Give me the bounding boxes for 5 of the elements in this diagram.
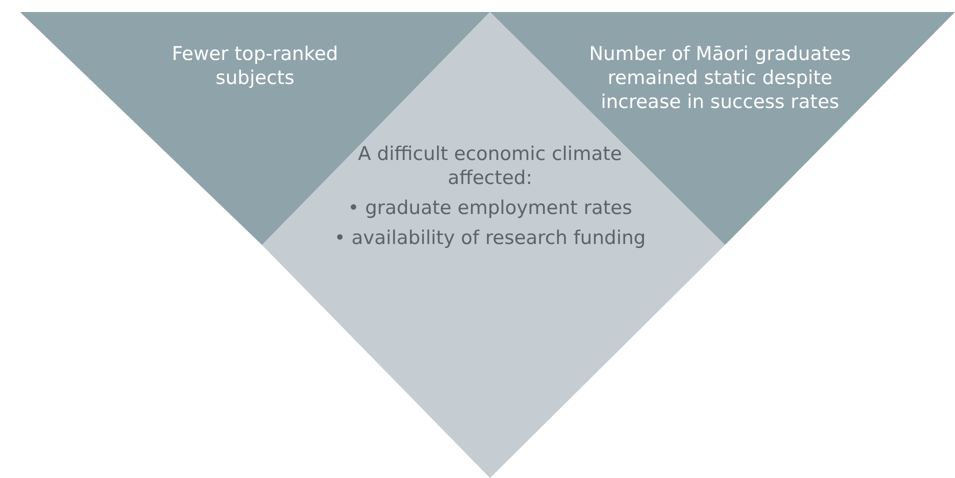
panel-text: • graduate employment rates xyxy=(346,196,634,220)
panel-text: Fewer top-ranked subjects xyxy=(170,42,340,90)
panel-text: • availability of research funding xyxy=(333,226,647,250)
panel-text: A difficult economic climate affected: xyxy=(357,142,623,190)
panel-text: Number of Māori graduates remained static despite increase in success rates xyxy=(588,42,852,114)
